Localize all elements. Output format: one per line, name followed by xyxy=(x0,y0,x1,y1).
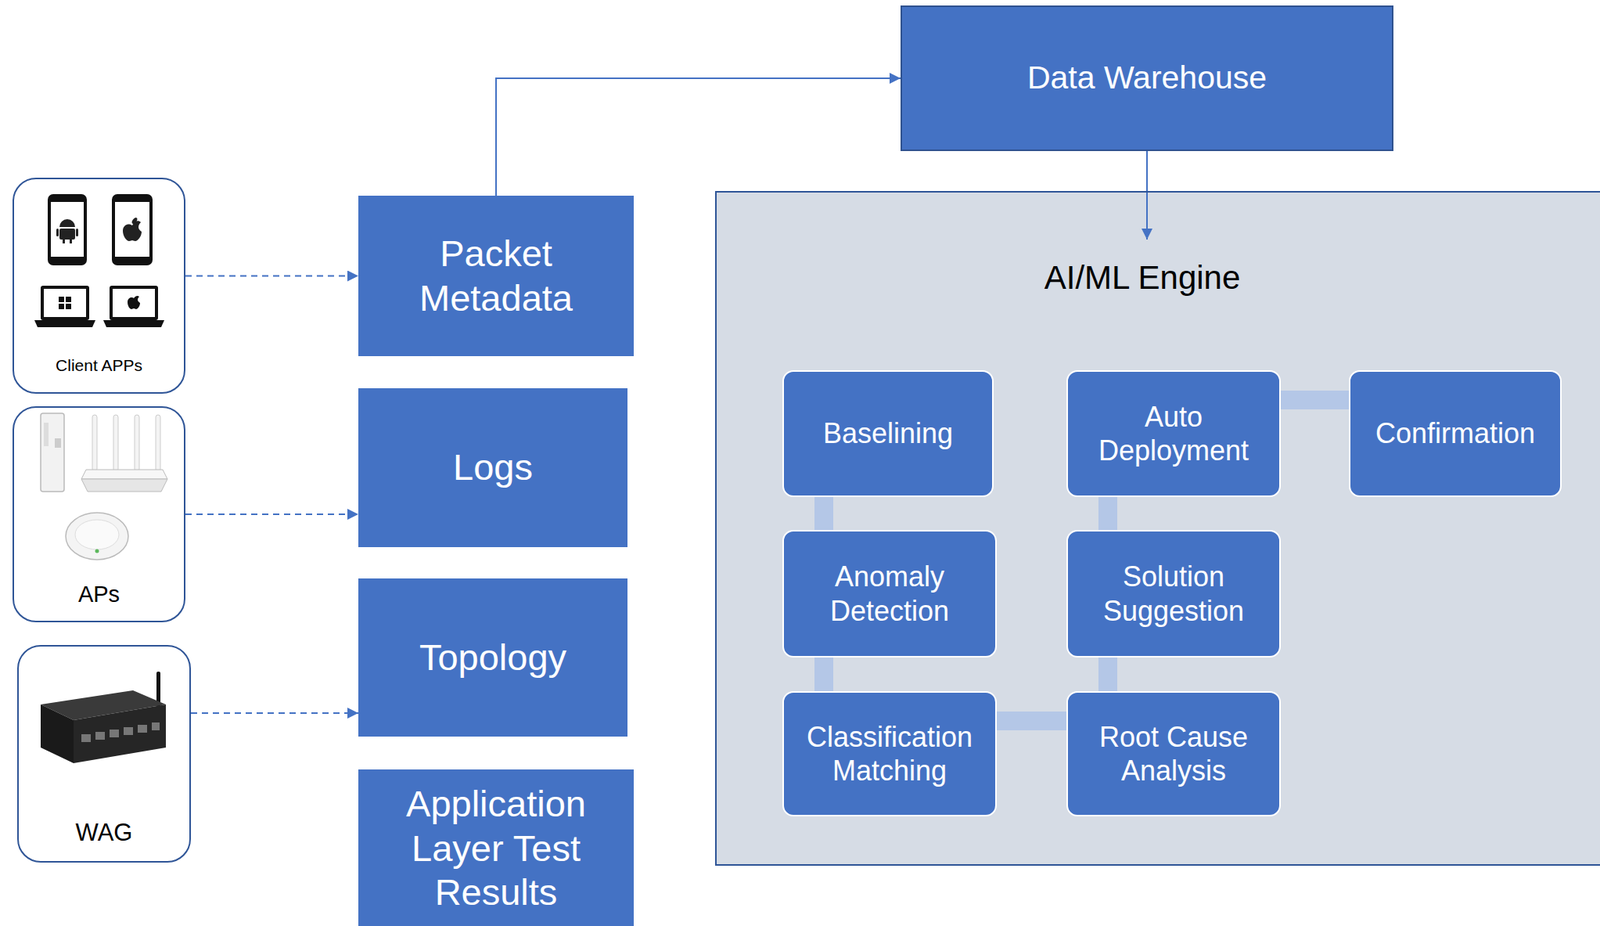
process-box: Root Cause Analysis xyxy=(1066,690,1281,817)
process-box: Auto Deployment xyxy=(1066,370,1281,497)
access-points xyxy=(40,413,168,560)
node-label: Classification Matching xyxy=(783,719,996,788)
process-box: Solution Suggestion xyxy=(1066,529,1281,658)
data-box: Topology xyxy=(358,578,628,737)
node-label: Baselining xyxy=(813,416,963,450)
node-label: APs xyxy=(68,580,130,608)
dashed-arrow xyxy=(185,275,359,277)
node-label: Client APPs xyxy=(46,355,152,375)
dashed-arrow xyxy=(190,711,359,714)
gateway-device xyxy=(40,671,166,763)
engine-panel: Baselining Auto Deployment ConfirmationAno… xyxy=(715,190,1600,866)
link-bar xyxy=(814,496,834,530)
link-bar xyxy=(1098,496,1118,530)
node-label: Packet Metadata xyxy=(358,231,634,320)
node-label: Logs xyxy=(443,445,543,489)
node-label: Confirmation xyxy=(1366,416,1545,450)
process-box: Classification Matching xyxy=(782,690,997,817)
device-group: WAG xyxy=(17,644,191,863)
link-bar xyxy=(814,657,834,691)
node-label: Application Layer Test Results xyxy=(358,781,634,914)
node-label: Root Cause Analysis xyxy=(1067,719,1280,788)
device-group: Client APPs xyxy=(12,177,186,394)
flow-arrow xyxy=(1146,151,1148,240)
data-box: Packet Metadata xyxy=(358,195,634,356)
link-bar xyxy=(996,711,1067,730)
link-bar xyxy=(1280,390,1349,410)
process-box: Confirmation xyxy=(1348,370,1562,497)
link-bar xyxy=(1098,657,1118,691)
node-label: Topology xyxy=(409,635,576,680)
flow-arrow xyxy=(496,78,901,196)
warehouse-box: Data Warehouse xyxy=(900,5,1394,152)
data-box: Logs xyxy=(358,388,628,547)
dashed-arrow xyxy=(185,513,359,515)
node-label: Solution Suggestion xyxy=(1067,559,1280,627)
node-label: Data Warehouse xyxy=(1017,58,1277,98)
process-box: Baselining xyxy=(782,370,994,497)
client-devices xyxy=(34,194,165,328)
node-label: WAG xyxy=(66,817,143,847)
node-label: AI/ML Engine xyxy=(716,258,1568,298)
node-label: Auto Deployment xyxy=(1067,399,1280,468)
data-box: Application Layer Test Results xyxy=(358,769,634,926)
device-group: APs xyxy=(12,406,186,623)
process-box: Anomaly Detection xyxy=(782,529,997,658)
node-label: Anomaly Detection xyxy=(783,559,996,627)
engine-ground xyxy=(715,190,1600,866)
